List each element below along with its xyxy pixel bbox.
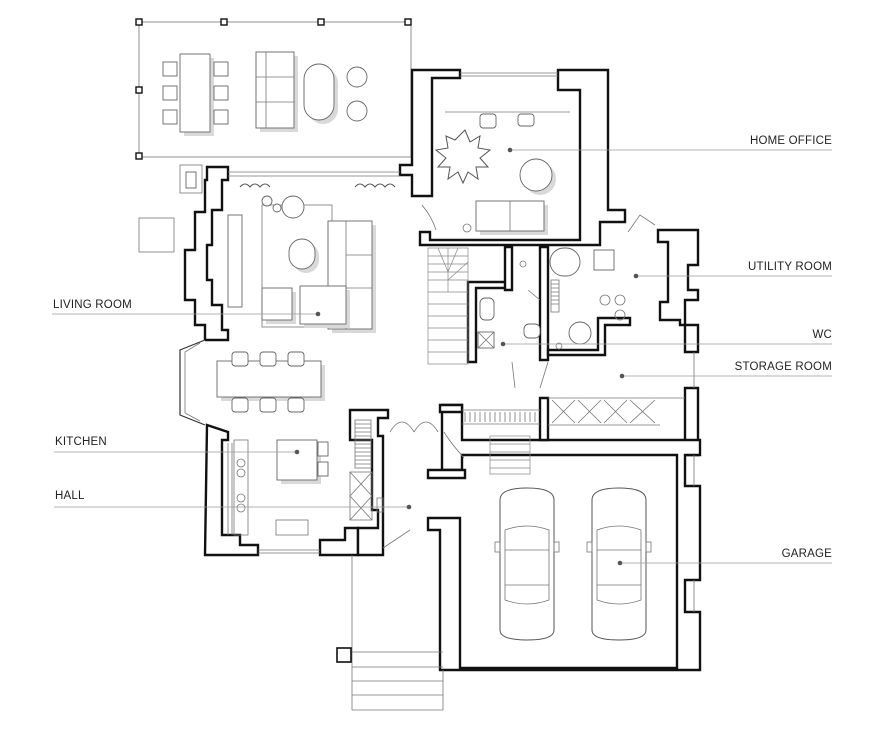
label-utility-room-text: UTILITY ROOM (748, 261, 832, 273)
label-storage-room-text: STORAGE ROOM (735, 361, 832, 373)
label-utility-room: UTILITY ROOM (633, 261, 832, 279)
label-living-room: LIVING ROOM (52, 299, 321, 317)
label-hall-text: HALL (55, 490, 85, 502)
label-garage: GARAGE (617, 548, 833, 566)
exterior-walls (179, 68, 702, 672)
car-right (586, 487, 652, 641)
label-living-room-text: LIVING ROOM (53, 299, 132, 311)
label-hall: HALL (54, 490, 412, 510)
label-garage-text: GARAGE (782, 548, 833, 560)
garage-cars (494, 487, 652, 641)
label-kitchen-text: KITCHEN (55, 436, 107, 448)
living-furniture (227, 195, 376, 333)
terrace (135, 18, 412, 253)
office-furniture (434, 113, 556, 235)
kitchen-furniture (216, 351, 329, 536)
label-home-office-text: HOME OFFICE (750, 135, 832, 147)
label-storage-room: STORAGE ROOM (619, 361, 832, 379)
car-left (494, 487, 560, 641)
label-wc-text: WC (812, 329, 832, 341)
room-labels: HOME OFFICE UTILITY ROOM LIVING ROOM WC … (52, 135, 833, 566)
interior-lines (227, 72, 695, 711)
label-kitchen: KITCHEN (54, 436, 300, 455)
label-home-office: HOME OFFICE (507, 135, 832, 153)
label-wc: WC (500, 329, 832, 347)
